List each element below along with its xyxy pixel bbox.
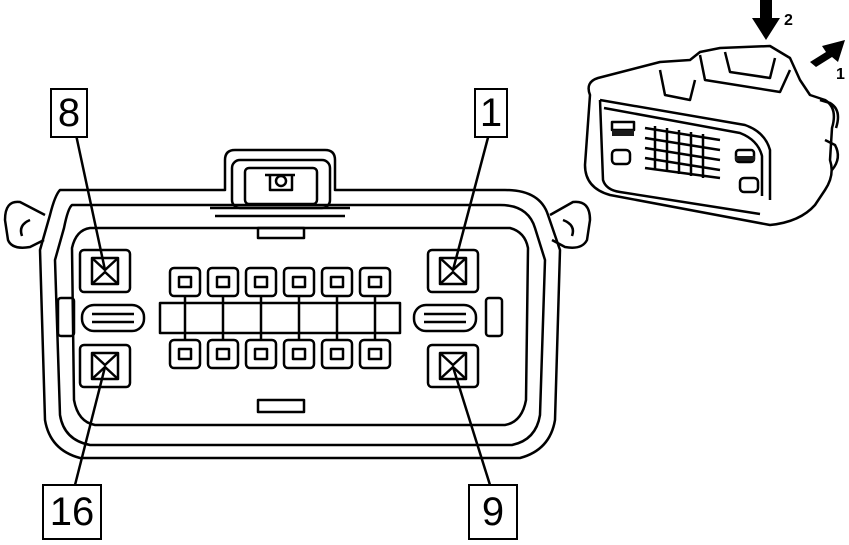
terminal-16 (78, 343, 132, 389)
terminal-9 (426, 343, 480, 389)
inner-cavity (70, 226, 530, 427)
pin-label-1: 1 (474, 88, 508, 138)
connector-inner-rim (53, 203, 547, 447)
pin-label-16: 16 (42, 484, 102, 540)
terminal-1 (426, 248, 480, 294)
left-ear-inner (19, 218, 31, 237)
pin-label-9: 9 (468, 484, 518, 540)
left-slot (80, 303, 146, 333)
terminal-8 (78, 248, 132, 294)
arrow-down-icon (752, 0, 780, 40)
right-slot (412, 303, 478, 333)
connector-outer-housing (38, 148, 562, 460)
iso-connector (583, 44, 840, 227)
center-rail (158, 301, 402, 335)
pin-label-8: 8 (50, 88, 88, 138)
leader-16 (73, 366, 107, 486)
leader-8 (73, 129, 107, 271)
leader-9 (451, 366, 492, 486)
arrow-label-2: 2 (784, 12, 793, 29)
small-terminals-top (168, 266, 392, 298)
small-terminal-necks (183, 296, 377, 340)
left-ear (3, 200, 46, 249)
right-ear (549, 200, 592, 249)
small-terminals-bottom (168, 338, 392, 370)
top-key (256, 226, 306, 240)
arrow-right-icon (810, 40, 845, 67)
leader-1 (451, 129, 492, 271)
iso-connector-dark-fills (612, 130, 755, 161)
arrow-label-1: 1 (836, 66, 845, 83)
bottom-key (256, 398, 306, 414)
right-ear-inner (562, 218, 575, 237)
top-latch-inner (243, 166, 319, 206)
